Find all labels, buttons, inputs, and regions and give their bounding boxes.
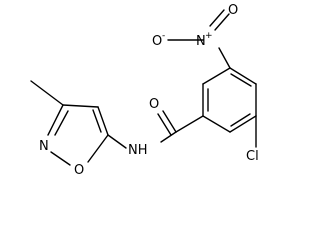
isoxazole-bond-o-c5 [87,134,109,163]
molecule-structure-diagram: O - N + O O NH N O Cl [30,3,259,178]
benzene-double-bond-inner-1 [230,73,252,87]
structure-svg: O - N + O O NH N O Cl [30,3,259,178]
oxide-charge-label: - [162,31,165,41]
isoxazole-bond-c3-n [47,104,64,136]
carbonyl-double-bond-a [162,110,177,133]
nh-to-isoxazole-bond [107,134,127,149]
chlorine-label: Cl [246,149,259,164]
nitro-n-o-double-bond-a [214,13,230,31]
amide-nh-label: NH [128,143,148,158]
nitro-n-o-double-bond-b [209,9,225,27]
benzene-bond-4 [229,115,257,133]
isoxazole-bond-c4-c3 [62,104,99,108]
benzene-bond-1 [202,67,231,85]
carbonyl-double-bond-b [157,113,172,136]
isoxazole-double-bond-c5-c4 [92,109,102,133]
isoxazole-bond-c5-c4 [97,106,109,136]
isoxazole-double-bond-c3-n [54,110,69,136]
methyl-bond [30,80,64,106]
benzene-bond-2 [229,67,257,85]
benzene-double-bond-inner-2 [230,113,251,127]
carbonyl-oxygen-label: O [149,97,159,112]
isoxazole-bond-n-o [50,151,71,166]
carbonyl-to-nh-bond [160,131,177,143]
nitro-oxygen-label: O [228,3,238,18]
ring-oxygen-label: O [74,163,84,178]
benzene-bond-5 [202,115,231,133]
nitro-nitrogen-label: N [196,34,206,49]
oxide-oxygen-label: O [152,34,162,49]
ring-to-carbonyl-bond [175,115,204,133]
nitro-charge-label: + [205,31,213,41]
ring-to-nitro-bond [218,47,231,69]
ring-nitrogen-label: N [39,139,49,154]
